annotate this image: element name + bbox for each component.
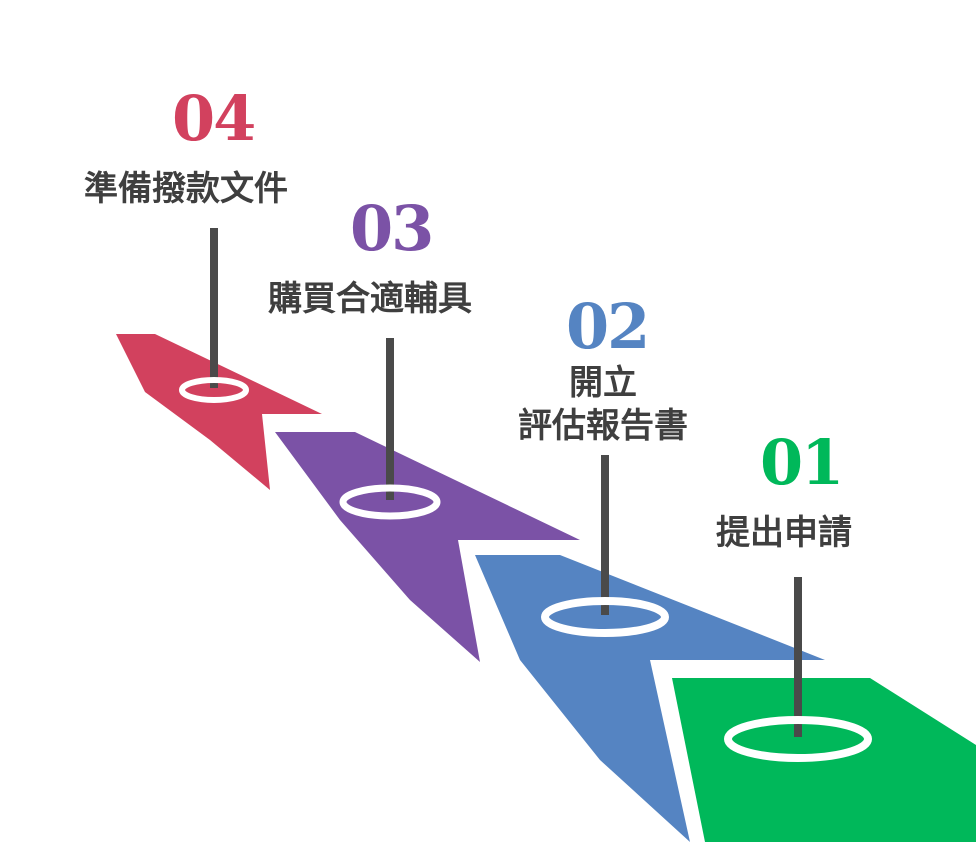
step-3-marker	[339, 338, 441, 520]
step-1-label: 提出申請	[716, 513, 852, 553]
step-4-number: 04	[172, 82, 256, 155]
step-1-number: 01	[760, 426, 844, 499]
step-2-ring	[541, 597, 669, 637]
step-3-label: 購買合適輔具	[268, 279, 472, 319]
step-4-ring	[179, 377, 249, 403]
step-2-pole	[601, 455, 609, 615]
step-3-band	[275, 432, 580, 662]
step-2-label-line1: 開立	[569, 363, 637, 403]
step-2-label: 開立 評估報告書	[518, 362, 688, 447]
step-1-marker	[724, 577, 872, 762]
step-3-pole	[386, 338, 394, 500]
step-4-label: 準備撥款文件	[84, 169, 288, 209]
step-1-pole	[794, 577, 802, 737]
step-4-marker	[179, 228, 249, 403]
step-3-ring	[339, 484, 441, 520]
step-2-label-line2: 評估報告書	[518, 405, 688, 446]
step-4-pole	[210, 228, 218, 388]
step-3-number: 03	[350, 192, 434, 265]
step-4-band	[116, 334, 322, 490]
step-2-marker	[541, 455, 669, 637]
step-1-ring	[724, 716, 872, 762]
step-2-number: 02	[566, 290, 650, 363]
